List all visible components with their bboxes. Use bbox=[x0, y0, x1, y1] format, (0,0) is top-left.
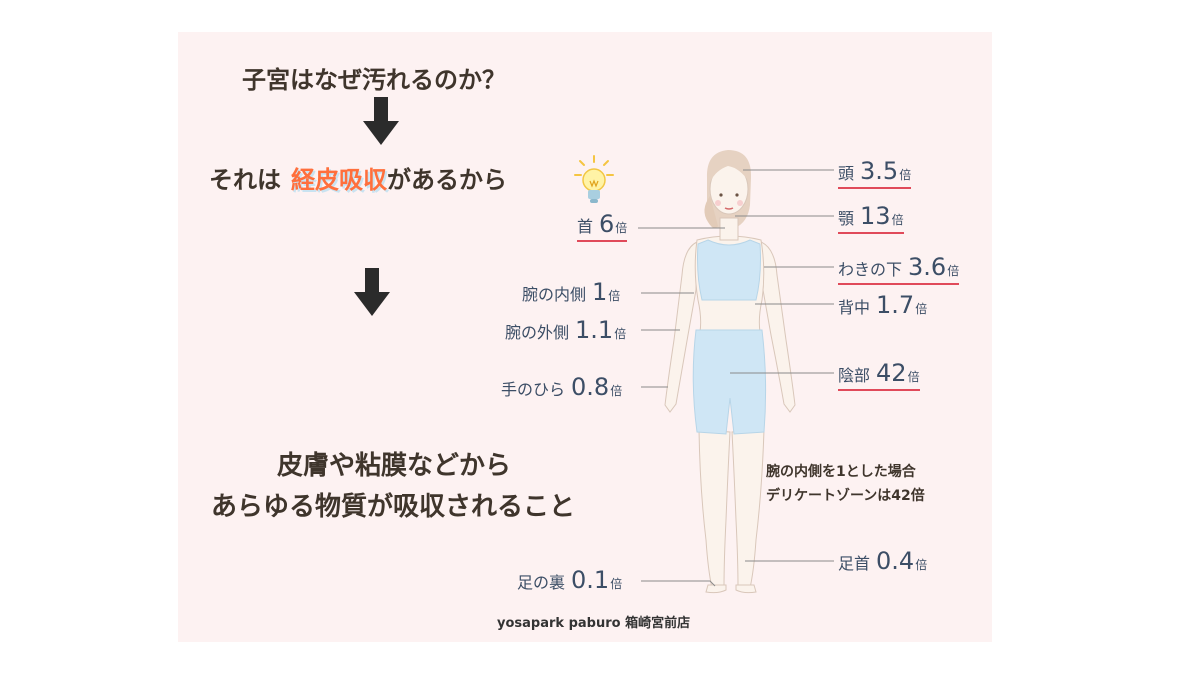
note-line-2: デリケートゾーンは42倍 bbox=[766, 488, 925, 504]
down-arrow-icon bbox=[354, 268, 390, 316]
note-line-1: 腕の内側を1とした場合 bbox=[766, 464, 916, 480]
card-background bbox=[178, 32, 992, 642]
conclusion-line-1: 皮膚や粘膜などから bbox=[277, 451, 512, 481]
answer-highlight: 経皮吸収 bbox=[291, 166, 387, 194]
question-heading: 子宮はなぜ汚れるのか？ bbox=[242, 66, 506, 94]
comparison-note: 腕の内側を1とした場合 デリケートゾーンは42倍 bbox=[766, 460, 925, 508]
down-arrow-icon bbox=[363, 97, 399, 145]
footer-credit: yosapark paburo 箱崎宮前店 bbox=[497, 616, 691, 631]
answer-suffix: があるから bbox=[387, 166, 507, 194]
answer-heading: それは経皮吸収があるから bbox=[209, 160, 507, 195]
lightbulb-icon bbox=[574, 155, 614, 203]
answer-prefix: それは bbox=[209, 166, 281, 194]
conclusion-line-2: あらゆる物質が吸収されること bbox=[211, 492, 576, 522]
